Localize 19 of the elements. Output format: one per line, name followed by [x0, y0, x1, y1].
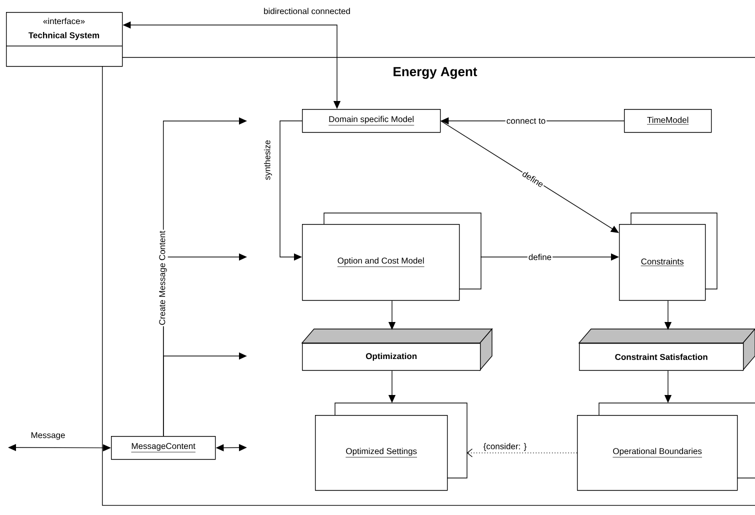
- object-box: TimeModel: [624, 109, 712, 133]
- edge-label: Create Message Content: [158, 230, 168, 326]
- stacked-object-box: Operational Boundaries: [577, 402, 755, 491]
- stacked-object-box: Optimized Settings: [315, 402, 468, 491]
- edge-label: Message: [31, 432, 65, 440]
- edge-label: synthesize: [264, 140, 272, 180]
- object-box: Domain specific Model: [302, 109, 441, 133]
- arrow: [466, 448, 578, 458]
- frame-title: Energy Agent: [394, 67, 478, 79]
- edge-label: {consider: }: [482, 442, 528, 452]
- edge-label: bidirectional connected: [264, 8, 350, 14]
- stacked-object-box: Option and Cost Model: [302, 212, 482, 301]
- edge-label: define: [527, 252, 553, 262]
- arrow: [440, 120, 619, 233]
- object-box: MessageContent: [111, 436, 216, 460]
- stereotype-text: «interface»: [43, 18, 85, 24]
- edge-label: connect to: [505, 117, 547, 125]
- stacked-object-box: Constraints: [619, 212, 718, 301]
- class-name: Technical System: [28, 32, 100, 40]
